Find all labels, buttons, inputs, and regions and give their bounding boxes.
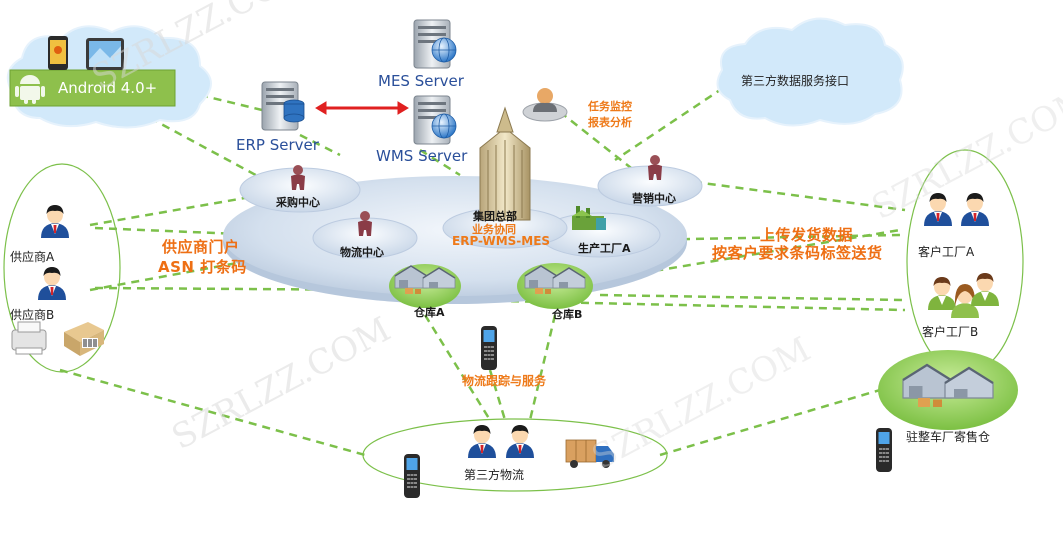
- warehouse-a: [389, 264, 461, 308]
- link-android-erp: [199, 93, 263, 112]
- supplier-b-label: 供应商B: [10, 308, 55, 322]
- logistics-man-icon-1: [468, 425, 496, 458]
- customer-b-icon-1: [928, 277, 956, 310]
- android-cloud: [6, 25, 212, 129]
- link-supplierA-purchase: [89, 193, 263, 227]
- hq-label-3: ERP-WMS-MES: [452, 234, 551, 248]
- warehouse-a-label: 仓库A: [414, 306, 445, 319]
- customer-a-icon-2: [961, 193, 989, 226]
- tablet-icon: [86, 38, 124, 70]
- hq-label-2: 业务协同: [472, 223, 516, 236]
- wms-server-icon: [413, 95, 457, 145]
- customer-b-icon-3: [971, 273, 999, 306]
- mes-server-icon: [413, 19, 457, 69]
- truck-icon: [565, 439, 614, 468]
- wms-server-label: WMS Server: [376, 147, 468, 165]
- hq-label-1: 集团总部: [473, 210, 517, 223]
- scanner-icon-consign: [876, 428, 892, 472]
- mes-server-label: MES Server: [378, 72, 464, 90]
- erp-wms-double-arrow: [315, 101, 409, 115]
- warehouse-b: [517, 263, 593, 309]
- watermark-text-2: SZRLZZ.COM: [165, 309, 397, 458]
- supplier-b-icon: [38, 267, 66, 300]
- erp-server-icon: [261, 81, 305, 131]
- factory-icon: [572, 206, 606, 230]
- upload-label-2: 按客户要求条码标签送货: [712, 244, 883, 262]
- link-monitor-sales: [559, 111, 641, 176]
- third-logistics-ellipse: [362, 418, 668, 492]
- scanner-icon-center: [481, 326, 497, 370]
- link-scanner-3pl: [488, 369, 507, 421]
- supplier-ellipse: [3, 163, 121, 373]
- supplier-a-icon: [41, 205, 69, 238]
- barcode-box-icon: [64, 322, 104, 356]
- link-android-purchase: [149, 116, 266, 182]
- phone-icon: [48, 36, 68, 70]
- supplier-a-label: 供应商A: [10, 250, 55, 264]
- consign-warehouse: [878, 350, 1018, 430]
- scanner-icon-3pl: [404, 454, 420, 498]
- third-logistics-label: 第三方物流: [464, 468, 525, 482]
- link-warehouseA-3pl: [423, 314, 492, 421]
- factory-a-label: 生产工厂A: [578, 242, 631, 255]
- link-warehouseB-customerA: [599, 228, 901, 282]
- sales-center-label: 营销中心: [632, 192, 676, 205]
- link-wms-platform: [419, 148, 461, 177]
- monitor-label-1: 任务监控: [588, 100, 632, 113]
- android-robot-icon: [15, 75, 45, 104]
- link-supplier-3pl: [59, 368, 366, 457]
- monitor-label-2: 报表分析: [588, 116, 632, 129]
- monitor-person-icon: [522, 88, 568, 122]
- portal-label-2: ASN 打条码: [158, 258, 247, 276]
- third-party-api-cloud: [716, 17, 904, 127]
- third-party-api-label: 第三方数据服务接口: [741, 74, 850, 88]
- tracking-label: 物流跟踪与服务: [462, 374, 547, 388]
- link-warehouseA-customerB: [454, 298, 906, 312]
- consign-label: 驻整车厂寄售仓: [906, 430, 991, 444]
- link-sales-customers: [679, 178, 906, 212]
- link-warehouseB-customerB: [599, 293, 906, 302]
- link-api-platform: [614, 78, 736, 162]
- printer-icon: [11, 321, 47, 355]
- hq-building-icon: [479, 106, 531, 221]
- erp-server-label: ERP Server: [236, 136, 319, 154]
- watermark-text-3: SZRLZZ.COM: [585, 329, 817, 478]
- customer-a-label: 客户工厂A: [918, 245, 975, 259]
- warehouse-b-label: 仓库B: [552, 308, 583, 321]
- android-label: Android 4.0+: [58, 79, 158, 97]
- customer-b-label: 客户工厂B: [922, 325, 979, 339]
- purchase-center-label: 采购中心: [276, 196, 320, 209]
- logistics-man-icon-2: [506, 425, 534, 458]
- logistics-center-label: 物流中心: [340, 246, 384, 259]
- link-3pl-consign: [659, 388, 881, 457]
- portal-label-1: 供应商门户: [162, 238, 240, 256]
- upload-label-1: 上传发货数据: [760, 226, 854, 244]
- link-erp-platform: [299, 133, 341, 157]
- link-warehouseB-3pl: [528, 314, 557, 421]
